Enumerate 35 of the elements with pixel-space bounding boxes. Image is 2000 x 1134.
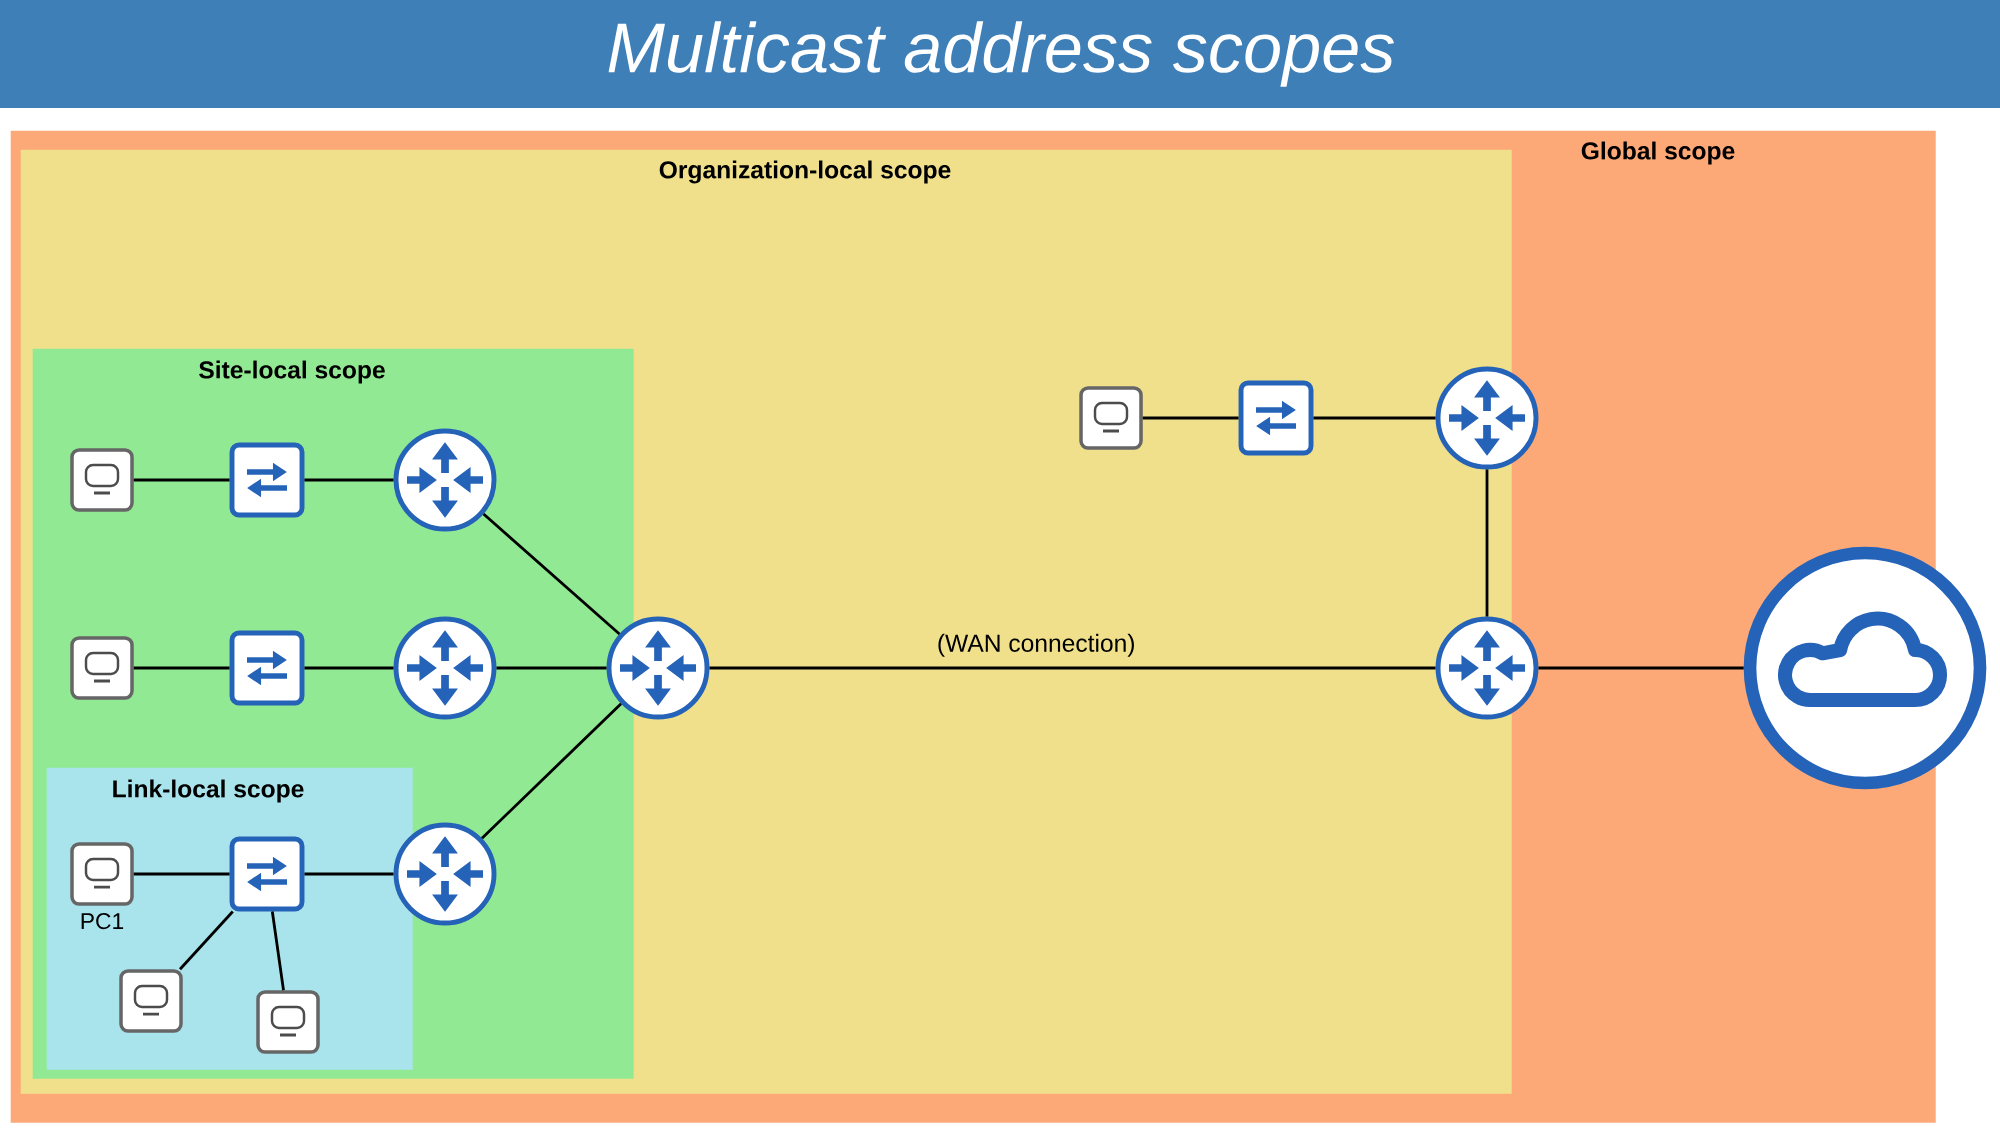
connection-line bbox=[178, 910, 234, 971]
router-icon bbox=[393, 822, 497, 926]
connection-line bbox=[1313, 416, 1436, 420]
connection-line bbox=[1142, 416, 1239, 420]
title: Multicast address scopes bbox=[608, 21, 1394, 87]
connection-line bbox=[481, 702, 622, 840]
router-icon bbox=[393, 616, 497, 720]
edge-label: (WAN connection) bbox=[938, 633, 1134, 657]
computer-icon bbox=[70, 448, 134, 512]
connection-line bbox=[496, 666, 607, 670]
connection-line bbox=[709, 666, 1436, 670]
connection-line bbox=[1538, 666, 1744, 670]
computer-icon bbox=[1079, 386, 1143, 450]
connection-line bbox=[304, 666, 394, 670]
connection-line bbox=[1485, 469, 1489, 617]
switch-icon bbox=[229, 442, 305, 518]
connection-line bbox=[304, 872, 394, 876]
connection-line bbox=[133, 872, 230, 876]
connection-line bbox=[270, 911, 285, 991]
switch-icon bbox=[229, 836, 305, 912]
router-icon bbox=[606, 616, 710, 720]
router-icon bbox=[1435, 616, 1539, 720]
switch-icon bbox=[1238, 380, 1314, 456]
router-icon bbox=[1435, 366, 1539, 470]
connection-line bbox=[482, 513, 621, 635]
computer-icon bbox=[70, 636, 134, 700]
router-icon bbox=[393, 428, 497, 532]
connection-line bbox=[133, 478, 230, 482]
device-label: PC1 bbox=[81, 913, 124, 930]
computer-icon bbox=[256, 990, 320, 1054]
computer-icon bbox=[119, 969, 183, 1033]
switch-icon bbox=[229, 630, 305, 706]
connection-line bbox=[133, 666, 230, 670]
connection-line bbox=[304, 478, 394, 482]
cloud-icon bbox=[1743, 546, 1987, 790]
